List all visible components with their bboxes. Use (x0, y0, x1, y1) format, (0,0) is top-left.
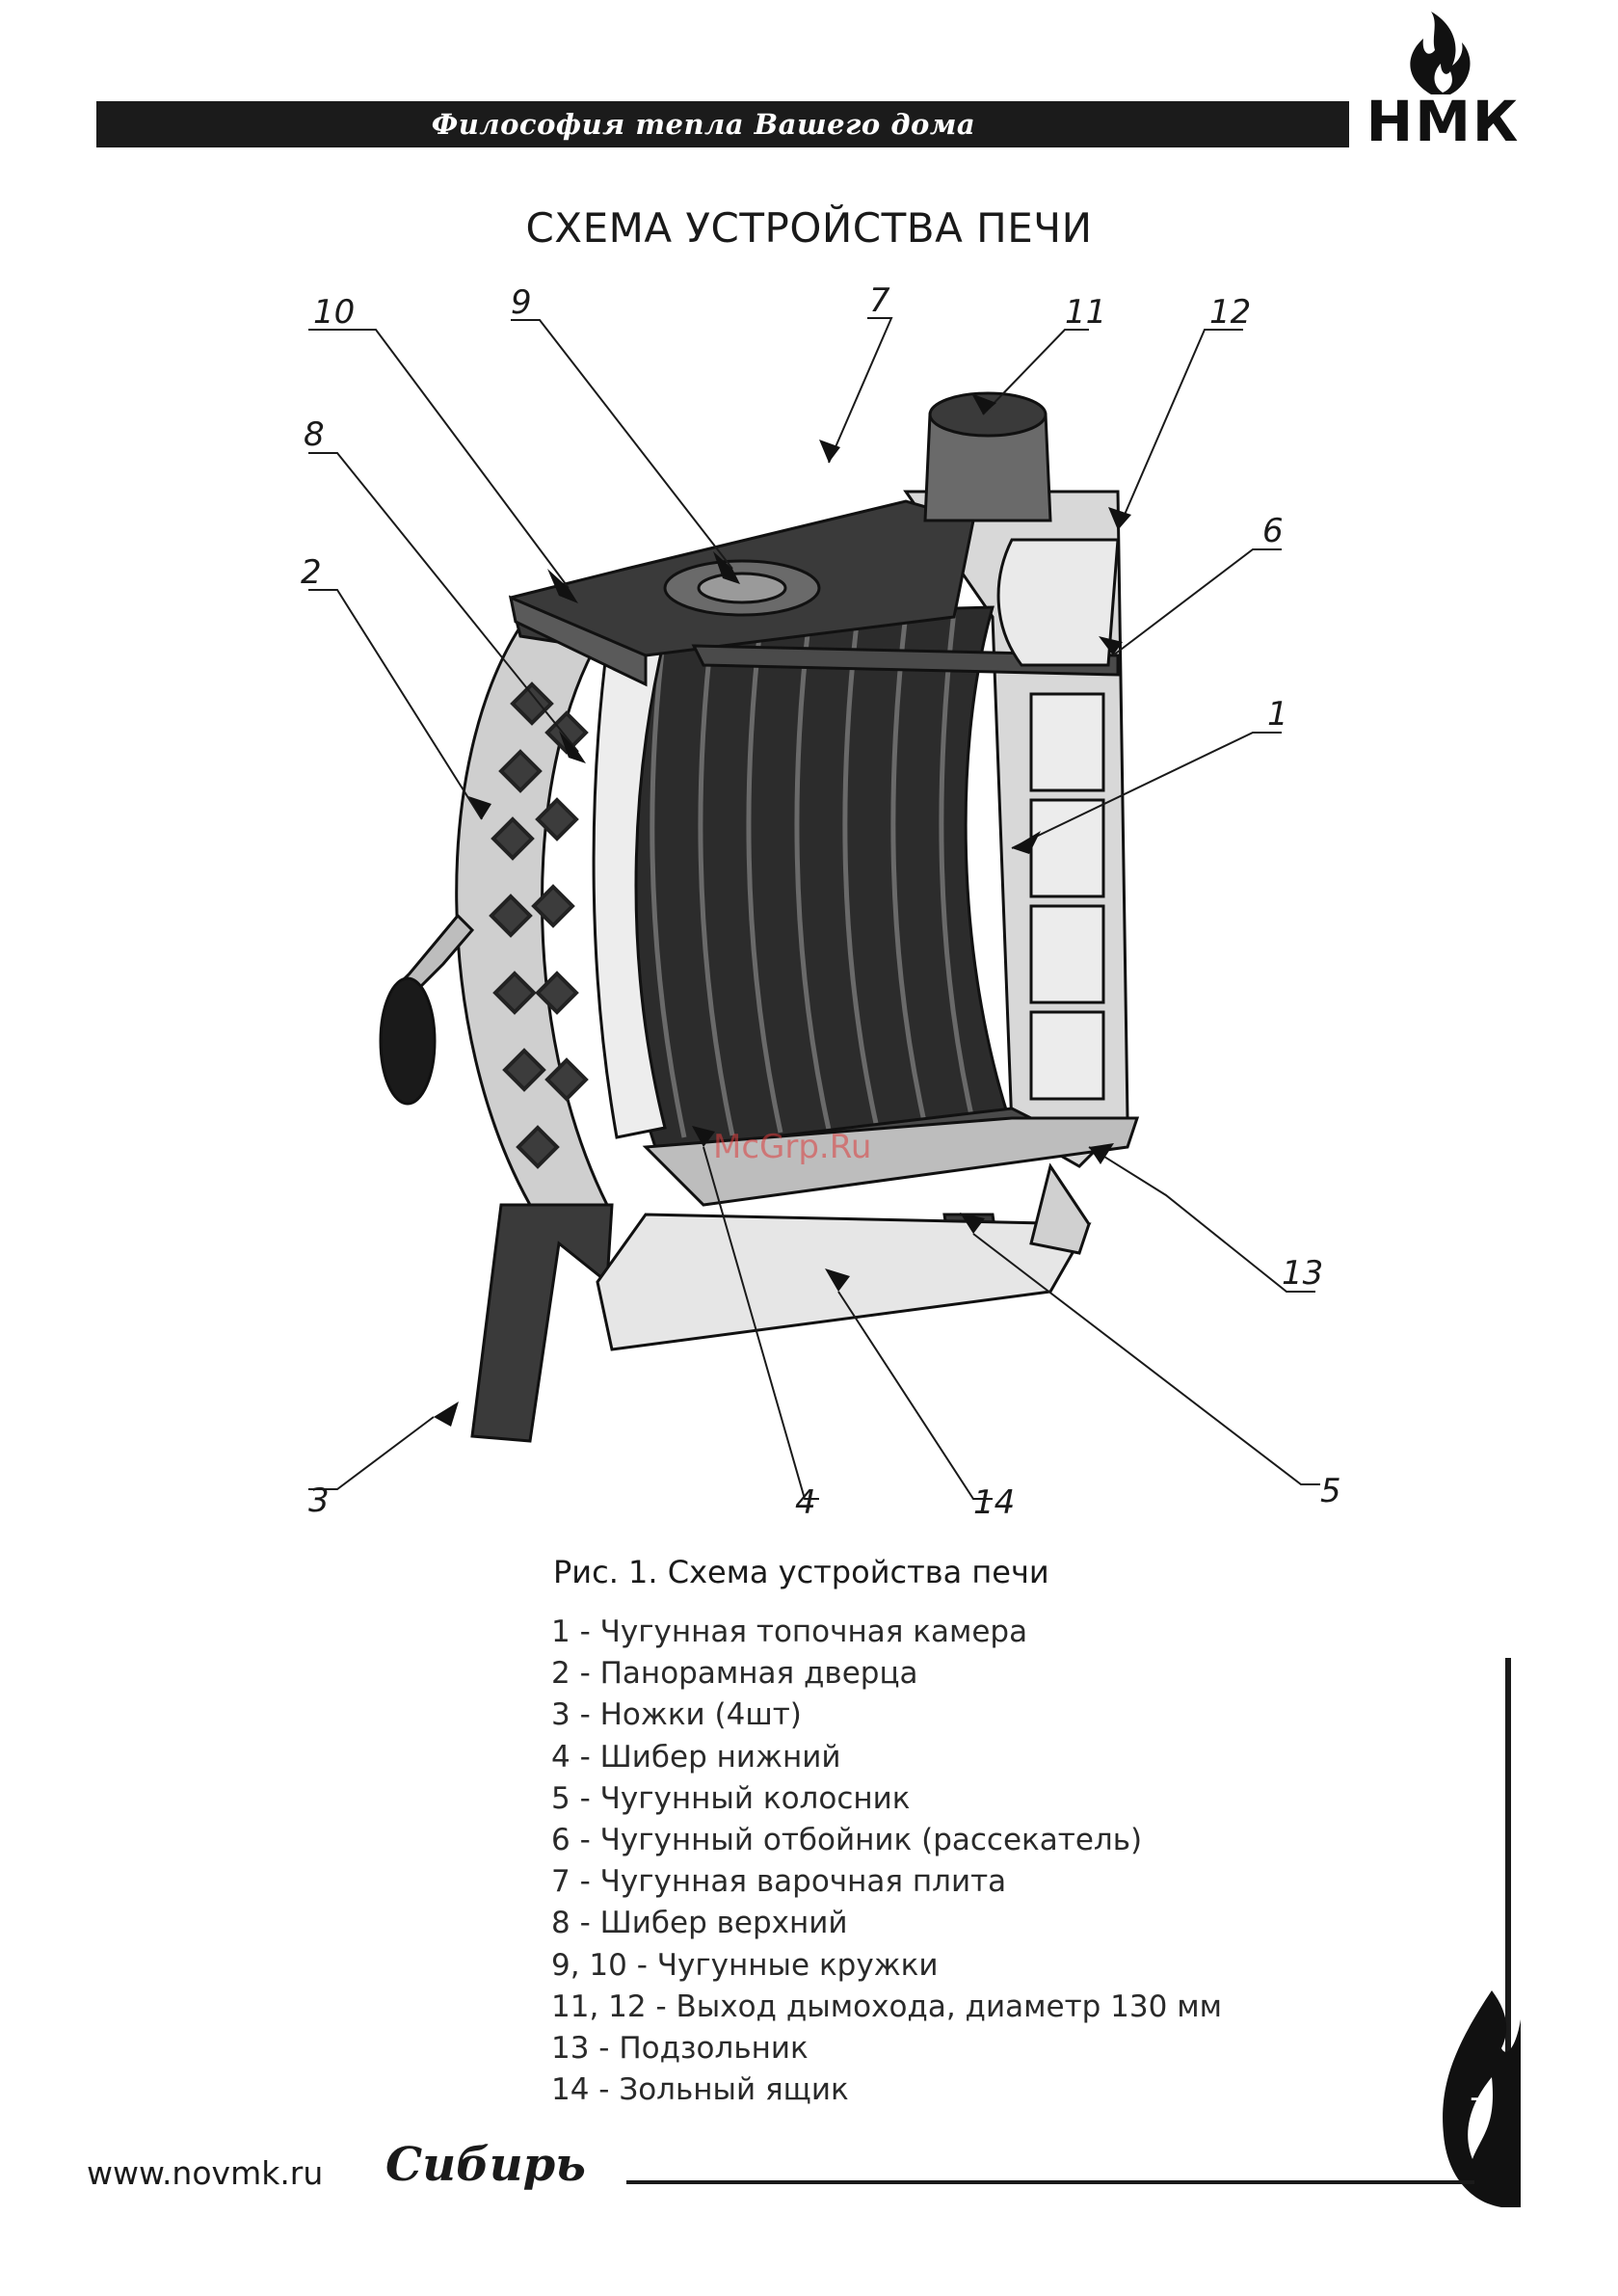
callout-1: 1 (1267, 695, 1288, 734)
callout-13: 13 (1282, 1254, 1323, 1293)
door-handle-grip (379, 976, 437, 1106)
legend-item: 3 - Ножки (4шт) (551, 1697, 802, 1733)
figure-caption: Рис. 1. Схема устройства печи (553, 1554, 1049, 1590)
legend-item: 6 - Чугунный отбойник (рассекатель) (551, 1823, 1143, 1858)
legend-item: 4 - Шибер нижний (551, 1739, 841, 1775)
header-bar: Философия тепла Вашего дома (96, 101, 1349, 147)
right-margin-rule (1505, 1658, 1511, 2183)
footer-rule (626, 2180, 1474, 2184)
cooking-plate-edge (508, 595, 648, 687)
callout-2: 2 (301, 553, 322, 592)
page-number: 7 (1469, 2092, 1490, 2130)
logo-text: НМК (1366, 89, 1521, 154)
legend-item: 14 - Зольный ящик (551, 2072, 849, 2108)
callout-14: 14 (973, 1483, 1015, 1522)
legend-item: 11, 12 - Выход дымохода, диаметр 130 мм (551, 1989, 1222, 2024)
website-link[interactable]: www.novmk.ru (87, 2154, 324, 2192)
firebox-ribs (650, 610, 976, 1138)
legend-item: 8 - Шибер верхний (551, 1906, 848, 1941)
callout-8: 8 (304, 415, 325, 454)
ash-pan (1029, 1162, 1091, 1255)
stove-leg-front-left (470, 1203, 614, 1443)
callout-12: 12 (1209, 293, 1251, 332)
brand-logo: Сибирь (385, 2138, 586, 2192)
watermark: McGrp.Ru (713, 1128, 872, 1166)
parts-legend: 1 - Чугунная топочная камера 2 - Панорам… (551, 1612, 1222, 2111)
callout-5: 5 (1320, 1472, 1341, 1510)
firebox-chamber (605, 605, 1015, 1149)
legend-item: 7 - Чугунная варочная плита (551, 1864, 1007, 1900)
callout-4: 4 (795, 1483, 816, 1522)
callout-3: 3 (308, 1482, 330, 1520)
cast-iron-ring-inner (697, 572, 787, 604)
legend-item: 13 - Подзольник (551, 2031, 809, 2067)
right-wall-panels (1029, 692, 1105, 1101)
legend-item: 2 - Панорамная дверца (551, 1656, 918, 1692)
leader-lines (308, 317, 1320, 1500)
callout-10: 10 (313, 293, 355, 332)
page-title: СХЕМА УСТРОЙСТВА ПЕЧИ (525, 204, 1093, 252)
callout-9: 9 (511, 283, 532, 322)
flame-icon (1410, 12, 1471, 94)
callout-7: 7 (869, 281, 890, 320)
flame-icon (1443, 1990, 1521, 2207)
firebox-floor (642, 1116, 1140, 1207)
legend-item: 1 - Чугунная топочная камера (551, 1615, 1028, 1649)
callout-11: 11 (1065, 293, 1106, 332)
stove-diagram: 10 9 7 11 12 8 6 2 1 13 3 4 14 5 (301, 281, 1341, 1522)
tagline: Философия тепла Вашего дома (431, 108, 976, 141)
legend-item: 5 - Чугунный колосник (551, 1780, 911, 1816)
flue-outlet (996, 538, 1120, 667)
door-glass (592, 634, 667, 1139)
door-lattice (489, 681, 589, 1169)
legend-item: 9, 10 - Чугунные кружки (551, 1947, 939, 1983)
leader-arrowheads (434, 393, 1131, 1427)
company-logo: НМК (1364, 10, 1523, 154)
flue-opening (928, 391, 1048, 438)
callout-6: 6 (1262, 512, 1284, 550)
